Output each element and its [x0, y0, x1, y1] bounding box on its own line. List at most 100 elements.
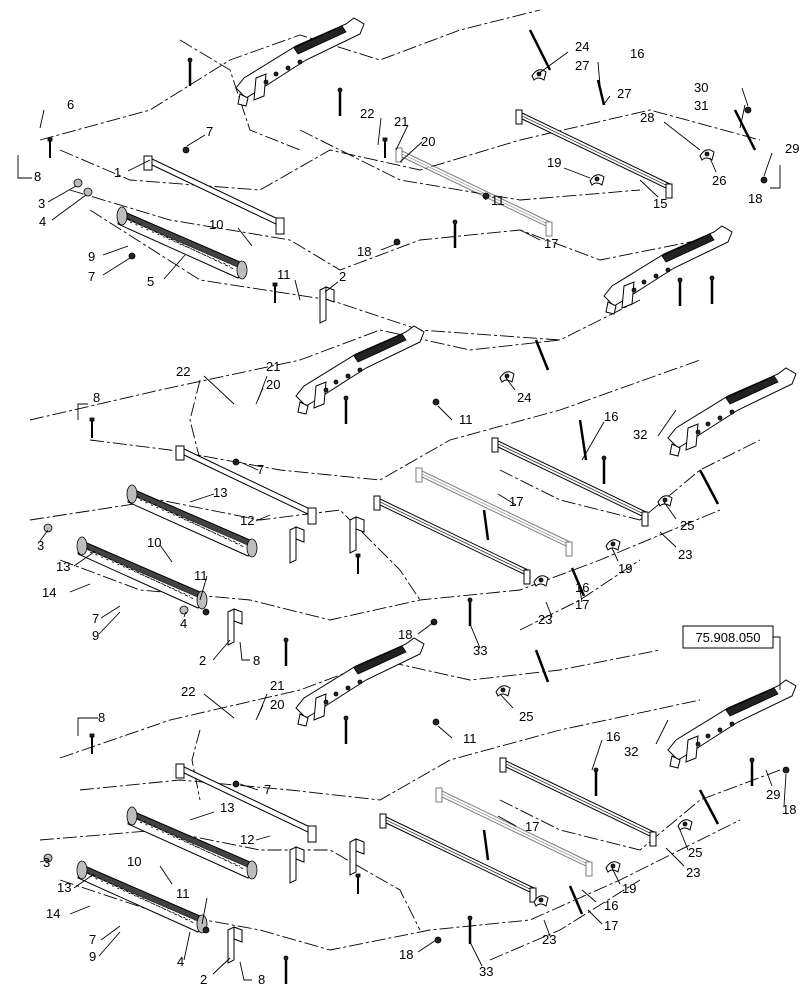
callout: 27 — [575, 58, 589, 73]
callout: 18 — [357, 244, 371, 259]
callout: 8 — [98, 710, 105, 725]
callout: 17 — [509, 494, 523, 509]
callout: 23 — [678, 547, 692, 562]
callout: 7 — [89, 932, 96, 947]
section-b: 22 21 20 8 7 13 12 3 13 10 11 14 7 9 4 2… — [29, 325, 797, 668]
tine-bar-dotted — [415, 467, 573, 557]
callout: 9 — [92, 628, 99, 643]
axle-tube — [175, 763, 317, 843]
bracket — [319, 286, 335, 324]
bolt — [272, 282, 278, 304]
section-c: 75.908.050 22 21 20 — [39, 625, 797, 987]
callout: 8 — [253, 653, 260, 668]
callout: 18 — [398, 627, 412, 642]
callout: 16 — [606, 729, 620, 744]
callout: 13 — [57, 880, 71, 895]
bracket — [289, 526, 305, 564]
callout: 2 — [200, 972, 207, 987]
bolt — [382, 137, 388, 159]
tine — [336, 86, 344, 118]
callout: 21 — [266, 359, 280, 374]
tine — [342, 714, 350, 746]
clamp — [533, 575, 549, 587]
callout: 3 — [37, 538, 44, 553]
callout: 24 — [575, 39, 589, 54]
tine — [676, 276, 684, 308]
callout: 16 — [604, 898, 618, 913]
callout: 25 — [680, 518, 694, 533]
callout: 30 — [694, 80, 708, 95]
tine — [708, 274, 716, 306]
callout: 3 — [43, 855, 50, 870]
tine — [748, 756, 756, 788]
callout: 16 — [630, 46, 644, 61]
clamp — [531, 69, 547, 81]
arm-assembly — [295, 325, 425, 415]
callout: 14 — [42, 585, 56, 600]
callout: 22 — [176, 364, 190, 379]
callout: 7 — [264, 782, 271, 797]
callout: 3 — [38, 196, 45, 211]
callout: 8 — [34, 169, 41, 184]
tine — [186, 56, 194, 88]
callout: 1 — [114, 165, 121, 180]
callout: 9 — [89, 949, 96, 964]
callout: 19 — [622, 881, 636, 896]
arm-assembly — [667, 679, 797, 769]
callout: 20 — [266, 377, 280, 392]
clamp — [495, 685, 511, 697]
callout: 29 — [766, 787, 780, 802]
tine — [466, 596, 474, 628]
bracket — [349, 838, 365, 876]
reference-link-label[interactable]: 75.908.050 — [695, 630, 760, 645]
callout: 8 — [93, 390, 100, 405]
tine-bar — [491, 437, 649, 527]
callout: 27 — [617, 86, 631, 101]
callout: 13 — [220, 800, 234, 815]
callout: 11 — [277, 267, 291, 282]
callout: 17 — [544, 236, 558, 251]
callout: 5 — [147, 274, 154, 289]
arm-assembly — [667, 367, 797, 457]
tine — [466, 914, 474, 946]
bracket — [227, 608, 243, 646]
cage-roller — [116, 206, 248, 280]
callout: 8 — [258, 972, 265, 987]
tine-bar-dotted — [395, 147, 553, 237]
bracket — [289, 846, 305, 884]
callout: 31 — [694, 98, 708, 113]
callout: 17 — [604, 918, 618, 933]
bracket — [349, 516, 365, 554]
callout: 11 — [176, 886, 190, 901]
tine — [592, 766, 600, 798]
callout: 20 — [421, 134, 435, 149]
clamp — [677, 819, 693, 831]
bolt — [89, 733, 95, 755]
callout: 15 — [653, 196, 667, 211]
callout: 7 — [206, 124, 213, 139]
callout: 2 — [199, 653, 206, 668]
callout: 33 — [473, 643, 487, 658]
callout: 19 — [618, 561, 632, 576]
callout: 21 — [394, 114, 408, 129]
tine — [600, 454, 608, 486]
callout: 2 — [339, 269, 346, 284]
callout: 13 — [56, 559, 70, 574]
clamp — [499, 371, 515, 383]
clamp — [657, 495, 673, 507]
callout: 4 — [39, 214, 46, 229]
callout: 4 — [180, 616, 187, 631]
callout: 7 — [257, 462, 264, 477]
callout: 22 — [360, 106, 374, 121]
callout: 16 — [604, 409, 618, 424]
callout: 22 — [181, 684, 195, 699]
callout: 25 — [688, 845, 702, 860]
tine — [342, 394, 350, 426]
bolt — [355, 873, 361, 895]
callout: 12 — [240, 832, 254, 847]
callout: 6 — [67, 97, 74, 112]
callout: 9 — [88, 249, 95, 264]
clamp — [699, 149, 715, 161]
callout: 18 — [748, 191, 762, 206]
